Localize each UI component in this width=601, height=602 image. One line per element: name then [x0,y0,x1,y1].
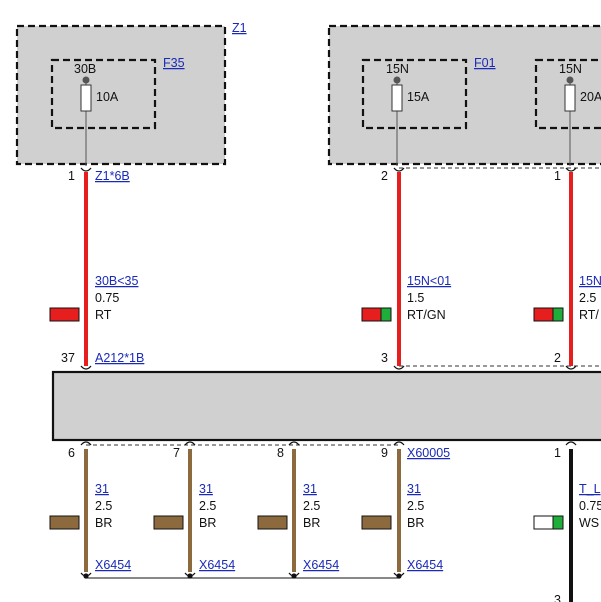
module-pin-6-number: 6 [68,446,75,460]
wire-color-swatch-green [380,307,392,322]
wire-top-3-circuit[interactable]: 15N [579,274,601,288]
wire-bottom-3-gauge: 2.5 [303,499,320,513]
module-pin-2-number: 2 [554,351,561,365]
f35-fuse-frame [50,58,157,130]
ground-label-1[interactable]: X6454 [95,558,131,572]
f35-rating: 10A [96,90,119,104]
module-connector-label[interactable]: A212*1B [95,351,144,365]
f35-label[interactable]: F35 [163,56,185,70]
wire-bottom-3-circuit[interactable]: 31 [303,482,317,496]
wire-top-3-gauge: 2.5 [579,291,596,305]
pin-marker [288,441,300,446]
pin-marker [565,441,577,446]
wire-top-3-color: RT/ [579,308,599,322]
wire-top-2-color: RT/GN [407,308,446,322]
wire-bottom-1-color: BR [95,516,112,530]
wire-top-2-gauge: 1.5 [407,291,424,305]
wire-bottom-5-circuit[interactable]: T_L [579,482,601,496]
f01-fuse-frame [361,58,468,130]
wire-color-swatch-red [361,307,382,322]
f35-terminal: 30B [74,62,96,76]
wire-bottom-4-color: BR [407,516,424,530]
wire-bottom-5-color: WS [579,516,599,530]
wire-color-swatch-brown [257,515,288,530]
pin-top-1-connector[interactable]: Z1*6B [95,169,130,183]
wire-bottom-1-gauge: 2.5 [95,499,112,513]
module-pin-7-number: 7 [173,446,180,460]
pin-marker [393,441,405,446]
wire-top-1-gauge: 0.75 [95,291,119,305]
module-pin-3-number: 3 [381,351,388,365]
wire-top-2-circuit[interactable]: 15N<01 [407,274,451,288]
wire-color-swatch-green [552,515,564,530]
module-pin-37-number: 37 [61,351,75,365]
module-bottom-connector[interactable]: X60005 [407,446,450,460]
ground-point [393,572,405,579]
wire-color-swatch-brown [361,515,392,530]
module-pin-8-number: 8 [277,446,284,460]
wire-bottom-2-color: BR [199,516,216,530]
wire-color-swatch-brown [153,515,184,530]
right-fuse-terminal: 15N [559,62,582,76]
f01-rating: 15A [407,90,430,104]
right-fuse-rating: 20A [580,90,601,104]
pin-top-3-number: 1 [554,169,561,183]
wire-bottom-4-gauge: 2.5 [407,499,424,513]
f35-fuse-element [80,84,92,112]
wire-color-swatch-brown [49,515,80,530]
wire-top-1-circuit[interactable]: 30B<35 [95,274,138,288]
ground-point [288,572,300,579]
ground-point [184,572,196,579]
pin-marker [80,167,92,172]
pin-marker [80,441,92,446]
right-fuse-frame [534,58,601,130]
f01-label[interactable]: F01 [474,56,496,70]
wire-bottom-5-gauge: 0.75 [579,499,601,513]
pin-top-2-number: 2 [381,169,388,183]
pin-marker [393,365,405,370]
module-pin-9-number: 9 [381,446,388,460]
wire-color-swatch-green [552,307,564,322]
module-pin-1-number: 1 [554,446,561,460]
wire-bottom-4-circuit[interactable]: 31 [407,482,421,496]
ground-point [80,572,92,579]
wire-bottom-3-color: BR [303,516,320,530]
pin-marker [565,167,577,172]
f01-fuse-element [391,84,403,112]
wire-color-swatch-red [533,307,554,322]
wire-color-swatch-white [533,515,554,530]
right-fuse-element [564,84,576,112]
ground-label-4[interactable]: X6454 [407,558,443,572]
pin-top-1-number: 1 [68,169,75,183]
ground-label-3[interactable]: X6454 [303,558,339,572]
wire-top-1-color: RT [95,308,112,322]
pin-marker [80,365,92,370]
z1-fuse-box [15,24,227,166]
control-module [51,370,601,442]
wire-bottom-2-circuit[interactable]: 31 [199,482,213,496]
wire-bottom-1-circuit[interactable]: 31 [95,482,109,496]
pin-marker [565,365,577,370]
bottom-pin-number: 3 [554,593,561,602]
wire-color-swatch-red [49,307,80,322]
pin-marker [393,167,405,172]
wire-bottom-2-gauge: 2.5 [199,499,216,513]
z1-label[interactable]: Z1 [232,21,247,35]
ground-label-2[interactable]: X6454 [199,558,235,572]
f01-terminal: 15N [386,62,409,76]
pin-marker [184,441,196,446]
